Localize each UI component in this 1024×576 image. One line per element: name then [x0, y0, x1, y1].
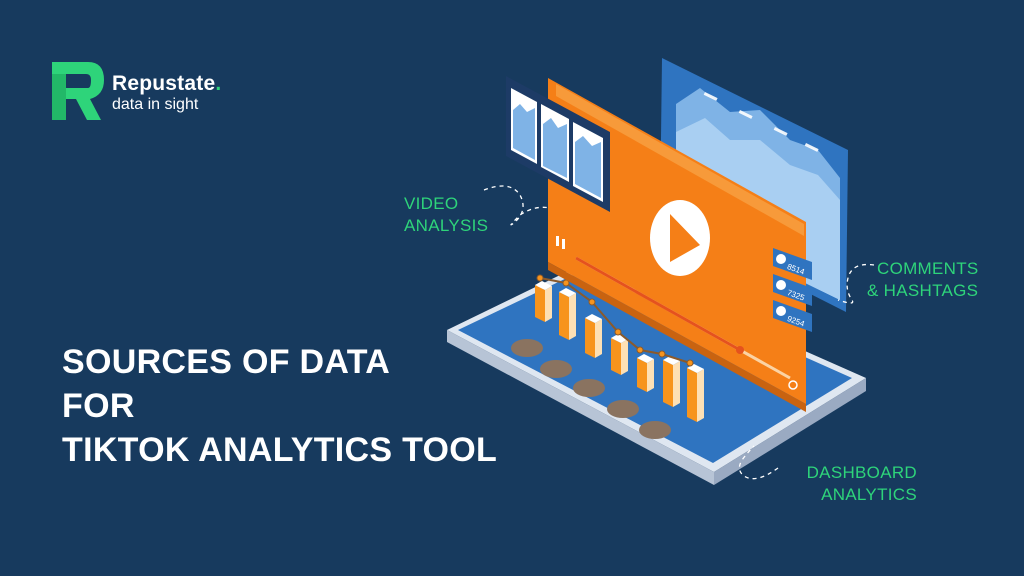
callout-line: VIDEO	[404, 194, 459, 213]
brand-tagline: data in sight	[112, 96, 199, 113]
brand-dot: .	[215, 72, 222, 95]
callout-line: ANALYTICS	[821, 485, 917, 504]
brand-name-text: Repustate	[112, 72, 216, 95]
callout-line: & HASHTAGS	[867, 281, 979, 300]
chart-bar	[687, 364, 704, 422]
video-screen	[548, 78, 806, 412]
page-title: SOURCES OF DATA FOR TIKTOK ANALYTICS TOO…	[62, 340, 497, 472]
chart-bar	[611, 334, 628, 375]
play-icon	[650, 200, 710, 276]
stat-chip	[773, 248, 812, 280]
brand-name: Repustate.	[112, 72, 221, 96]
pause-icon	[556, 236, 565, 249]
title-line-2: FOR	[62, 387, 135, 425]
callout-line: COMMENTS	[877, 259, 979, 278]
callout-video-analysis: VIDEO ANALYSIS	[404, 193, 488, 237]
callout-dashboard-analytics: DASHBOARD ANALYTICS	[785, 462, 917, 506]
callout-line: DASHBOARD	[806, 463, 917, 482]
stat-chip	[773, 300, 812, 332]
title-line-3: TIKTOK ANALYTICS TOOL	[62, 431, 498, 469]
repustate-logo-icon	[52, 62, 104, 120]
chart-bar	[663, 356, 680, 407]
chart-bar	[559, 288, 576, 340]
callout-comments-hashtags: COMMENTS & HASHTAGS	[867, 258, 979, 302]
trend-line	[536, 274, 694, 367]
connector-lines	[483, 185, 875, 480]
chart-bar	[637, 354, 654, 392]
chart-bar	[535, 281, 552, 322]
bar-shadows	[511, 339, 671, 439]
title-line-1: SOURCES OF DATA	[62, 343, 391, 381]
stat-chip	[773, 274, 812, 306]
chart-bar	[585, 314, 602, 358]
thumbnail-strip	[506, 76, 610, 212]
callout-line: ANALYSIS	[404, 216, 489, 235]
social-stats	[773, 248, 812, 332]
